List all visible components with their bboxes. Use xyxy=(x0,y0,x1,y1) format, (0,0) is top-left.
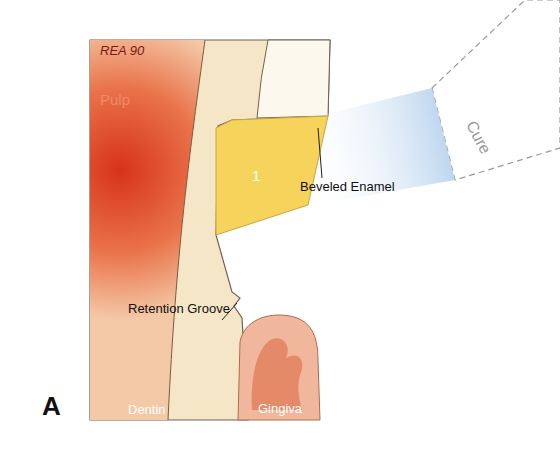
curing-light-tip xyxy=(432,0,560,180)
watermark-text: REA 90 xyxy=(100,44,144,58)
dentin-body xyxy=(90,40,330,420)
leader-line xyxy=(318,128,322,178)
gingiva-inner xyxy=(252,338,303,410)
pulp-chamber xyxy=(90,40,205,420)
callout-number: 1 xyxy=(252,168,260,185)
pulp-wall xyxy=(168,40,205,420)
panel-letter: A xyxy=(42,392,61,421)
composite-restoration xyxy=(216,116,328,235)
gingiva-tissue xyxy=(238,315,320,420)
part-name: Gingiva xyxy=(258,402,302,416)
part-name: Beveled Enamel xyxy=(300,180,395,194)
part-name: Retention Groove xyxy=(128,302,230,316)
enamel-layer xyxy=(257,40,330,118)
part-name: Pulp xyxy=(100,92,130,109)
part-name: Dentin xyxy=(128,403,166,417)
